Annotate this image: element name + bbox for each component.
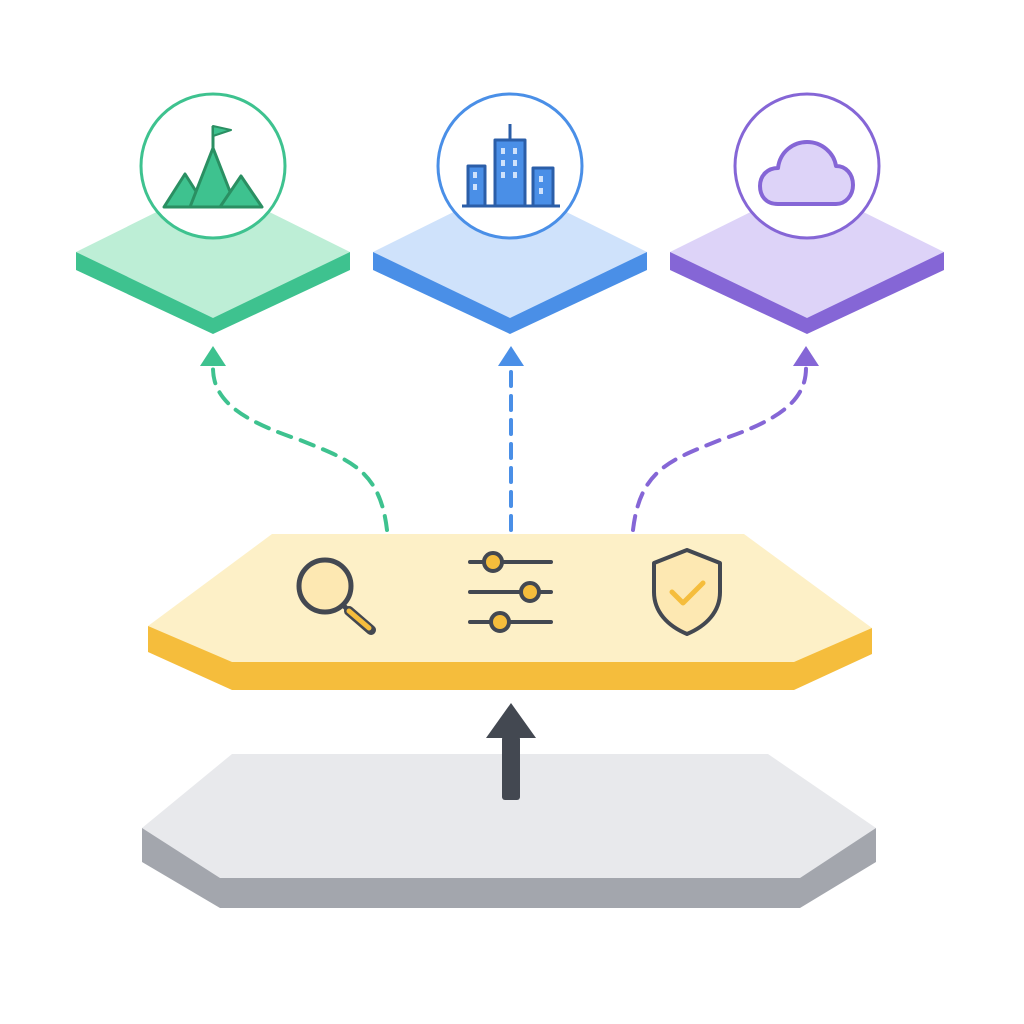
target-city xyxy=(373,92,647,334)
dashed-arrow-blue xyxy=(498,346,524,532)
solid-up-arrow xyxy=(486,703,536,800)
shield-check-icon xyxy=(652,548,722,636)
dashed-arrow-green xyxy=(200,346,389,532)
mountain-flag-icon xyxy=(162,125,264,209)
sliders-icon xyxy=(468,551,553,633)
base-platform xyxy=(142,754,876,908)
middle-platform xyxy=(148,534,872,690)
magnifier-icon xyxy=(296,557,376,635)
target-cloud xyxy=(670,92,944,334)
cloud-icon xyxy=(758,140,855,206)
city-buildings-icon xyxy=(462,124,560,208)
dashed-arrow-purple xyxy=(631,346,819,532)
target-mountain xyxy=(76,92,350,334)
